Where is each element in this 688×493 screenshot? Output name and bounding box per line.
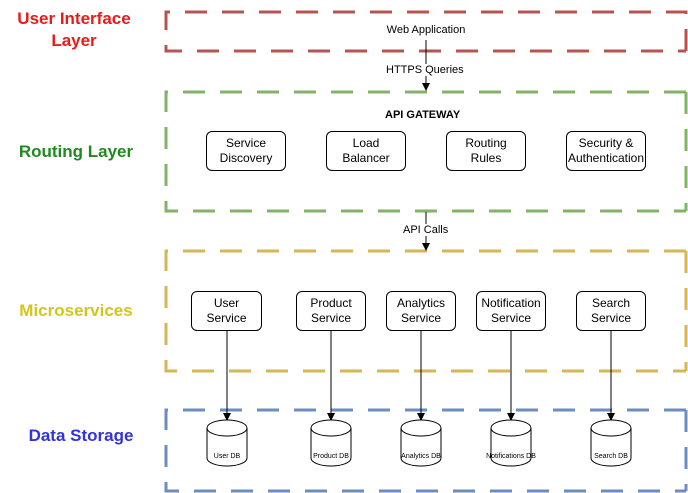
services-layer-container <box>164 249 686 373</box>
service-discovery-box[interactable]: Service Discovery <box>206 131 286 171</box>
analytics-db-label: Analytics DB <box>401 453 441 460</box>
https-queries-label: HTTPS Queries <box>384 64 466 76</box>
routing-layer-container <box>164 90 686 213</box>
routing-rules-box[interactable]: Routing Rules <box>446 131 526 171</box>
ui-layer-label: User Interface Layer <box>0 8 148 52</box>
product-service-box[interactable]: Product Service <box>296 291 366 331</box>
database-cylinder <box>206 419 248 467</box>
api-calls-label: API Calls <box>401 224 451 236</box>
database-cylinder <box>590 419 632 467</box>
notification-service-box[interactable]: Notification Service <box>476 291 546 331</box>
database-cylinder <box>400 419 442 467</box>
ui-layer-container <box>164 10 688 53</box>
user-service-box[interactable]: User Service <box>191 291 262 331</box>
database-cylinder <box>490 419 532 467</box>
routing-layer-label: Routing Layer <box>18 142 134 161</box>
api-gateway-title: API GATEWAY <box>385 109 461 121</box>
user-db-label: User DB <box>213 453 241 460</box>
notifications-db-label: Notifications DB <box>486 453 536 460</box>
search-service-box[interactable]: Search Service <box>576 291 646 331</box>
analytics-service-box[interactable]: Analytics Service <box>386 291 456 331</box>
load-balancer-box[interactable]: Load Balancer <box>326 131 406 171</box>
security-authentication-box[interactable]: Security & Authentication <box>566 131 646 171</box>
ui-layer-label-line1: User Interface <box>17 9 131 28</box>
search-db-label: Search DB <box>594 453 628 460</box>
storage-layer-label: Data Storage <box>28 426 134 445</box>
storage-layer-container <box>164 408 686 493</box>
web-application-label: Web Application <box>386 24 466 36</box>
product-db-label: Product DB <box>313 453 349 460</box>
ui-layer-label-line2: Layer <box>51 31 97 50</box>
database-cylinder <box>310 419 352 467</box>
services-layer-label: Microservices <box>19 301 133 320</box>
